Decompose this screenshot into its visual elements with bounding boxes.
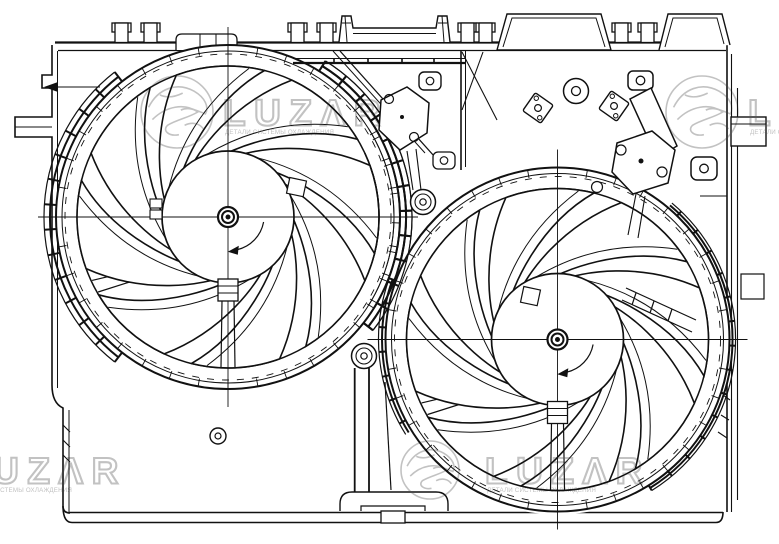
svg-text:ДЕТАЛИ СИСТЕМЫ ОХЛАЖДЕНИЯ: ДЕТАЛИ СИСТЕМЫ ОХЛАЖДЕНИЯ	[0, 487, 72, 494]
svg-text:LUZΛR: LUZΛR	[485, 451, 651, 492]
svg-text:ДЕТАЛИ СИСТЕМЫ ОХЛАЖДЕНИЯ: ДЕТАЛИ СИСТЕМЫ ОХЛАЖДЕНИЯ	[487, 487, 596, 494]
svg-text:ДЕТАЛИ СИСТЕМЫ ОХЛАЖДЕНИЯ: ДЕТАЛИ СИСТЕМЫ ОХЛАЖДЕНИЯ	[225, 129, 334, 136]
svg-text:LUZΛR: LUZΛR	[748, 93, 779, 134]
svg-text:LUZΛR: LUZΛR	[223, 93, 389, 134]
svg-text:ДЕТАЛИ СИСТЕМЫ ОХЛАЖДЕНИЯ: ДЕТАЛИ СИСТЕМЫ ОХЛАЖДЕНИЯ	[750, 129, 779, 136]
svg-text:LUZΛR: LUZΛR	[0, 451, 127, 492]
